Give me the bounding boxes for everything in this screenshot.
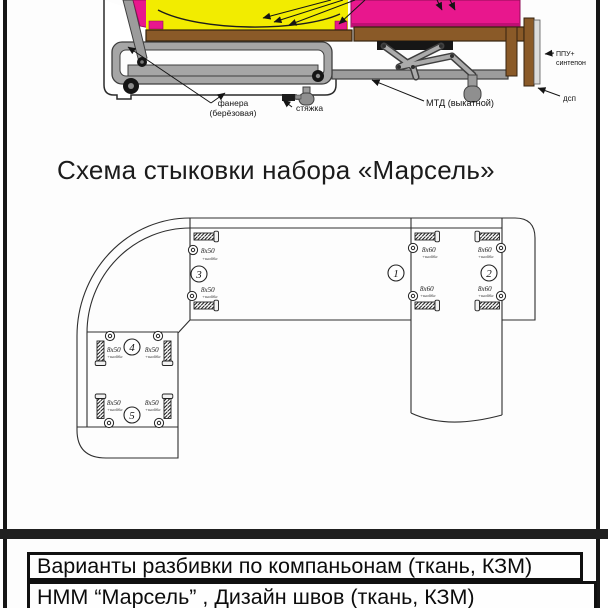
washer-icon — [153, 417, 165, 429]
backrest-pivot-hub — [140, 60, 144, 64]
bolt-note-label: +шайба — [202, 294, 218, 299]
connection-scheme: 8x50 +шайба 8x50 +шайба 8x60 +шайба 8x60… — [76, 217, 536, 459]
bolt-icon — [474, 230, 500, 243]
bolt-icon — [414, 299, 440, 312]
label-mtd: МТД (выкатной) — [426, 98, 494, 108]
scissor-mechanism — [380, 42, 477, 81]
bolt-icon — [94, 340, 107, 366]
bolt-icon — [161, 340, 174, 366]
tie-bolt-hardware — [282, 94, 302, 101]
bolt-group-j12-left-bottom: 8x60 +шайба — [407, 285, 440, 312]
footer-row-variants: Варианты разбивки по компаньонам (ткань,… — [27, 552, 583, 581]
bolt-icon — [161, 393, 174, 419]
mattress-shadow — [351, 23, 520, 27]
mattress-pink — [350, 0, 521, 28]
page-divider — [0, 529, 608, 539]
section-number-3: 3 — [190, 265, 208, 283]
washer-icon — [152, 330, 164, 342]
bolt-icon — [193, 230, 219, 243]
bolt-size-label: 8x50 — [107, 399, 121, 407]
label-tie: стяжка — [296, 103, 323, 113]
washer-icon — [495, 242, 507, 254]
bed-plank-right — [353, 26, 525, 42]
seat-foam-yellow — [146, 0, 348, 30]
bolt-icon — [94, 393, 107, 419]
svg-text:5: 5 — [129, 410, 135, 422]
bolt-note-label: +шайба — [107, 407, 123, 412]
bolt-group-j3-top: 8x50 +шайба — [187, 230, 219, 261]
svg-text:4: 4 — [129, 342, 135, 354]
bolt-group-j3-bottom: 8x50 +шайба — [186, 286, 219, 312]
bolt-note-label: +шайба — [422, 254, 438, 259]
bolt-group-j12-left-top: 8x60 +шайба — [407, 230, 440, 259]
bolt-icon — [474, 299, 500, 312]
bolt-note-label: +шайба — [107, 354, 123, 359]
bolt-note-label: +шайба — [145, 407, 161, 412]
label-plywood-line1: фанера — [218, 98, 249, 108]
label-plywood-line2: (берёзовая) — [210, 108, 257, 118]
bolt-size-label: 8x50 — [107, 346, 121, 354]
bolt-icon — [414, 230, 440, 243]
section-number-1: 1 — [387, 264, 405, 282]
caster-right — [463, 74, 482, 103]
label-dsp: дсп — [563, 94, 576, 103]
svg-text:1: 1 — [393, 268, 399, 280]
ppu-padding-layer — [533, 19, 541, 85]
mechanism-base — [377, 41, 453, 50]
wheel-front-hub — [128, 83, 134, 89]
bolt-size-label: 8x50 — [201, 247, 215, 255]
dsp-board — [523, 17, 535, 87]
backrest-bar — [122, 0, 148, 63]
bolt-note-label: +шайба — [202, 256, 218, 261]
bolt-note-label: +шайба — [478, 293, 494, 298]
washer-icon — [186, 290, 198, 302]
scheme-title: Схема стыковки набора «Марсель» — [57, 155, 495, 185]
svg-text:2: 2 — [486, 268, 492, 280]
bolt-size-label: 8x50 — [201, 286, 215, 294]
bolt-note-label: +шайба — [478, 254, 494, 259]
pullout-rail — [331, 69, 509, 80]
bolt-size-label: 8x50 — [145, 346, 159, 354]
bolt-size-label: 8x60 — [478, 246, 492, 254]
seat-fabric-left — [148, 20, 164, 30]
bolt-group-j12-right-bottom: 8x60 +шайба — [474, 285, 507, 312]
washer-icon — [407, 290, 419, 302]
callout-lines — [127, 0, 561, 108]
seat-contour-line — [157, 9, 341, 28]
bolt-note-label: +шайба — [145, 354, 161, 359]
washer-icon — [104, 330, 116, 342]
footer-row-nmm-text: НММ “Марсель” , Дизайн швов (ткань, КЗМ) — [37, 584, 475, 608]
bolt-size-label: 8x60 — [420, 285, 434, 293]
label-ppu-line1: ППУ+ — [556, 51, 575, 58]
seat-plank-left — [145, 29, 353, 42]
bolt-size-label: 8x60 — [478, 285, 492, 293]
bolt-icon — [193, 299, 219, 312]
washer-icon — [187, 244, 199, 256]
footer-row-nmm: НММ “Марсель” , Дизайн швов (ткань, КЗМ) — [27, 581, 597, 608]
wheel-inner-hub — [315, 73, 321, 79]
section-number-4: 4 — [123, 338, 141, 356]
bolt-group-5: 8x50 +шайба 8x50 +шайба — [94, 393, 174, 429]
bed-end-board — [505, 26, 518, 77]
section-number-5: 5 — [123, 406, 141, 424]
scheme-outlines — [76, 217, 536, 459]
bolt-size-label: 8x50 — [145, 399, 159, 407]
bolt-group-4: 8x50 +шайба 8x50 +шайба — [94, 330, 174, 366]
svg-text:3: 3 — [195, 269, 202, 281]
bolt-group-j12-right-top: 8x60 +шайба — [474, 230, 507, 259]
washer-icon — [495, 290, 507, 302]
caster-left — [298, 86, 315, 106]
bolt-note-label: +шайба — [420, 293, 436, 298]
footer-row-variants-text: Варианты разбивки по компаньонам (ткань,… — [37, 554, 533, 578]
washer-icon — [103, 417, 115, 429]
washer-icon — [407, 242, 419, 254]
section-number-2: 2 — [480, 264, 498, 282]
bolt-size-label: 8x60 — [422, 246, 436, 254]
label-ppu-line2: синтепон — [556, 60, 586, 67]
sofa-cutaway-illustration: фанера (берёзовая) стяжка МТД (выкатной)… — [103, 0, 586, 118]
